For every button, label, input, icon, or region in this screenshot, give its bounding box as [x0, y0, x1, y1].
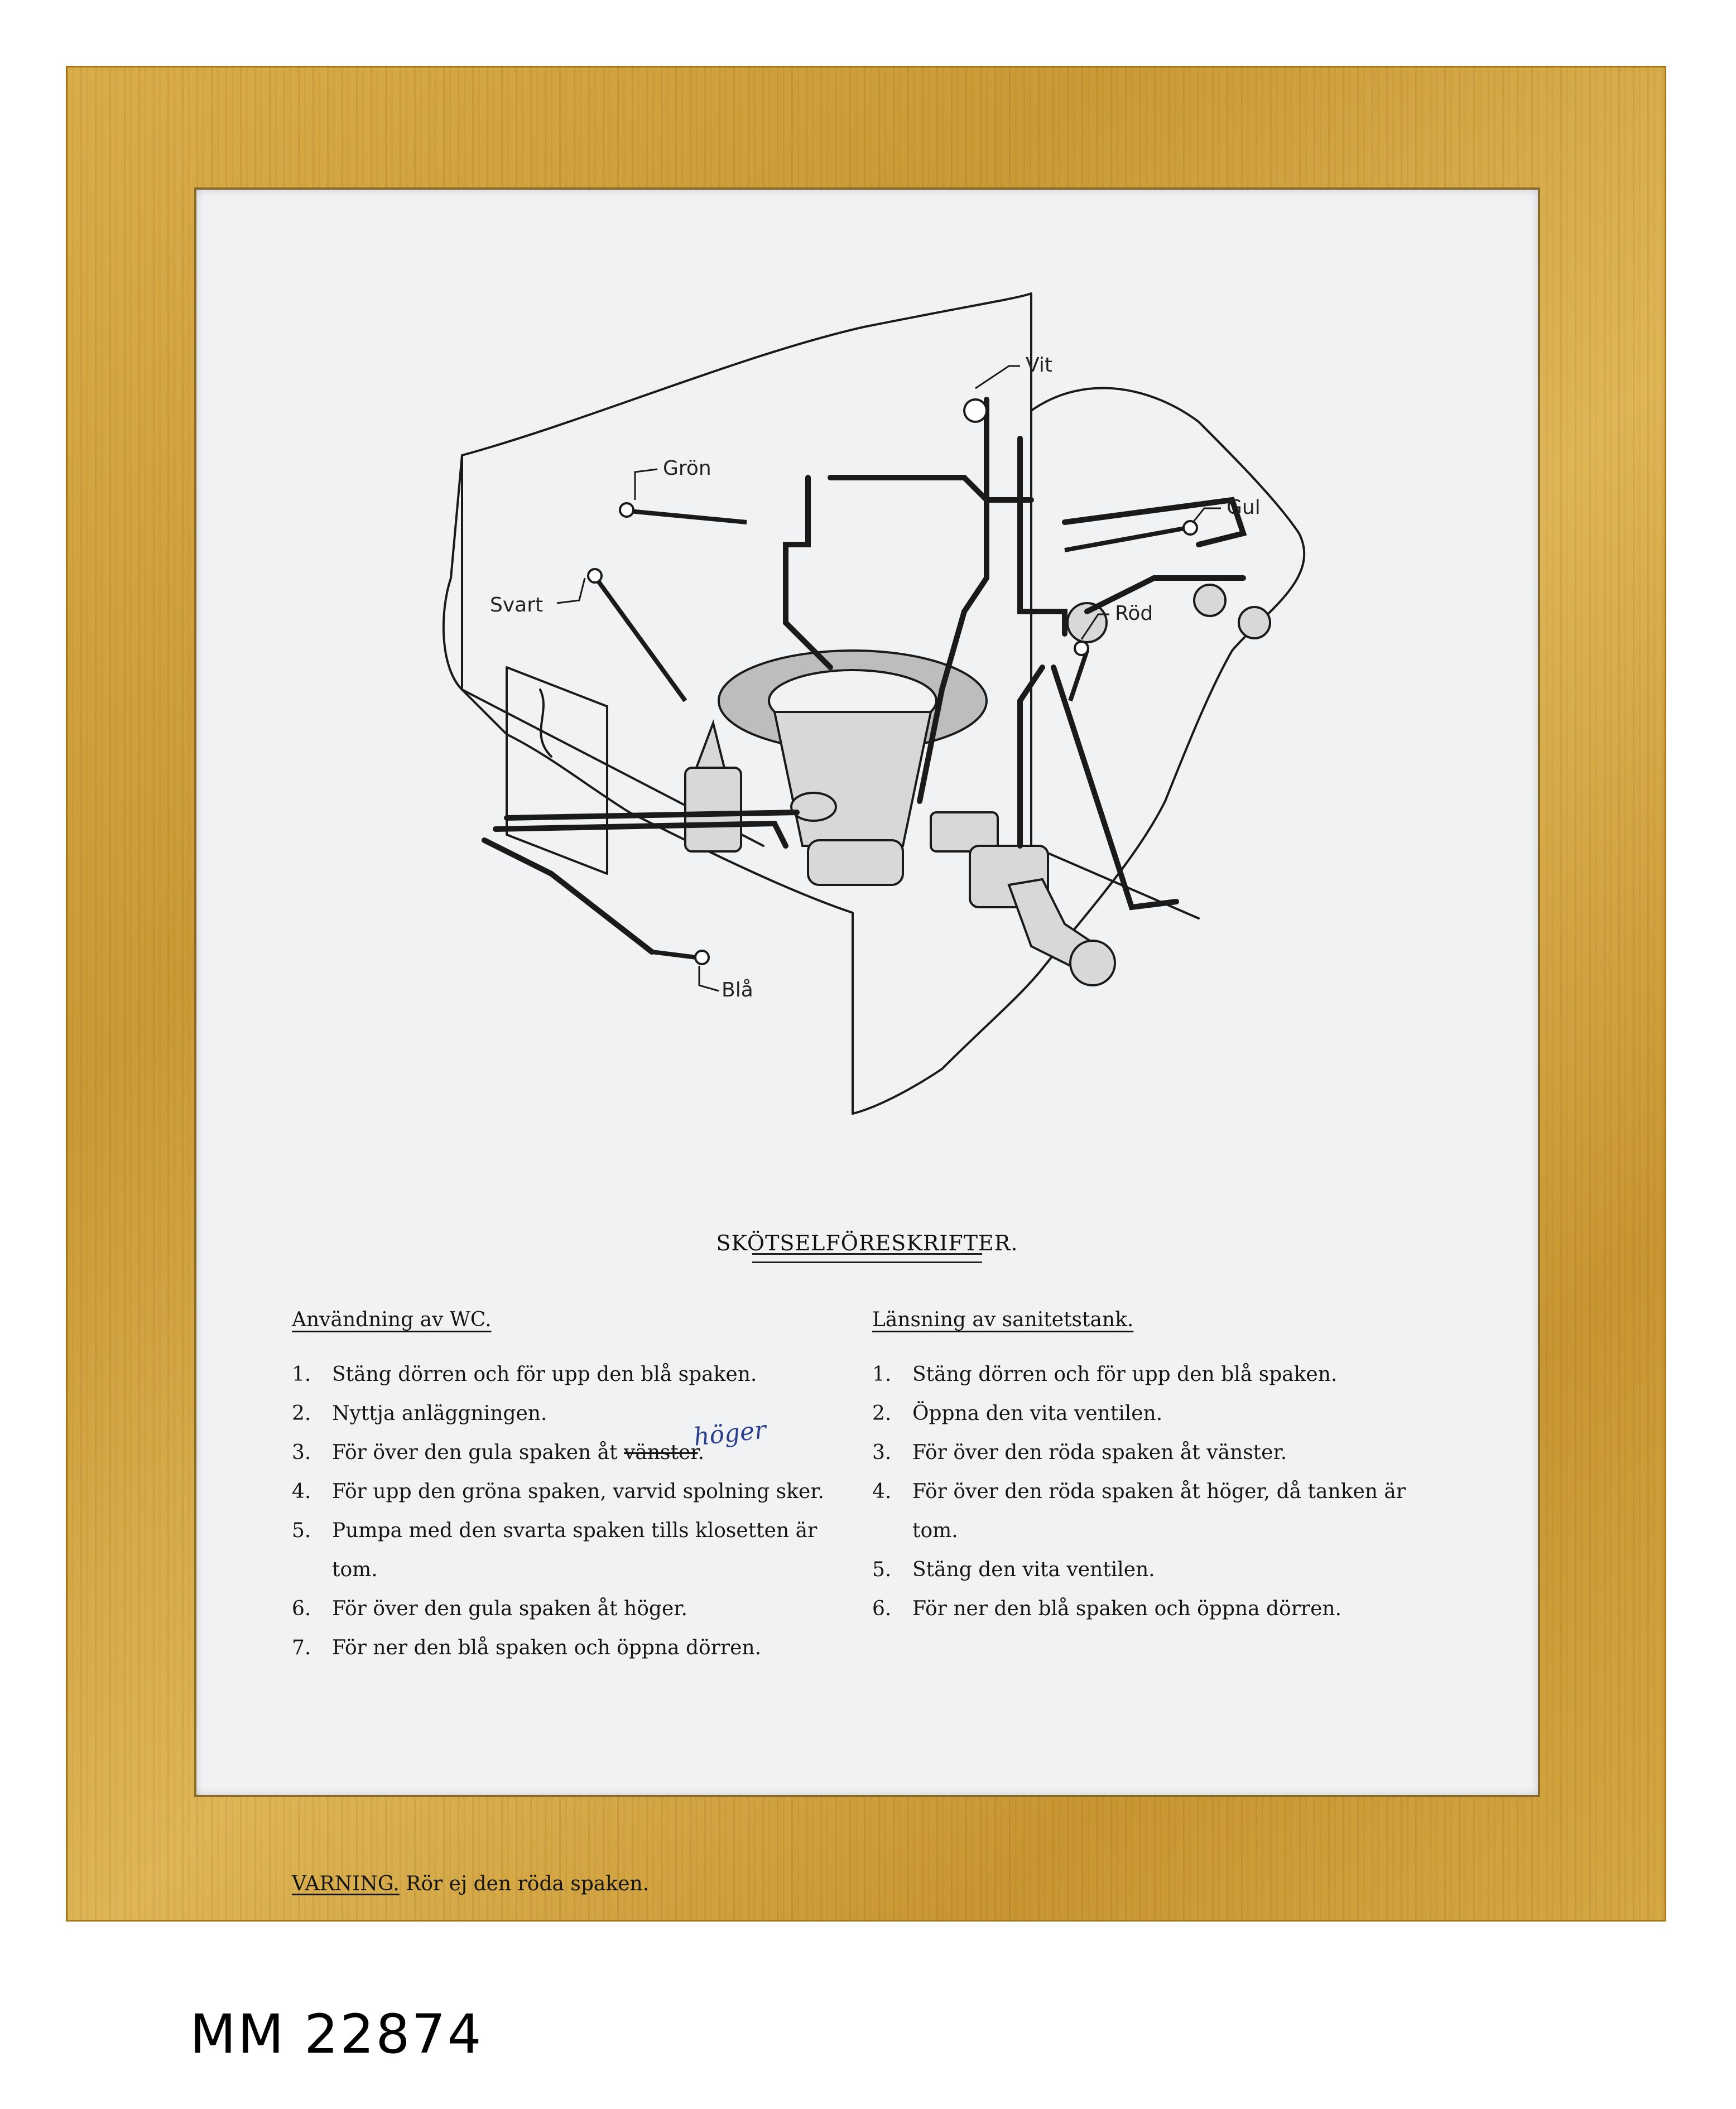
- list-item: 3. För över den gula spaken åt vänster. …: [292, 1415, 850, 1472]
- label-gron: Grön: [663, 457, 711, 480]
- label-gul: Gul: [1227, 496, 1261, 519]
- wc-usage-instructions: Användning av WC. 1. Stäng dörren och fö…: [292, 1301, 850, 1668]
- list-item: 5. Stäng den vita ventilen.: [872, 1558, 1155, 1581]
- list-item: 1. Stäng dörren och för upp den blå spak…: [872, 1363, 1338, 1386]
- list-item: 5. Pumpa med den svarta spaken tills klo…: [292, 1519, 817, 1581]
- list-item: 2. Nyttja anläggningen.: [292, 1402, 547, 1425]
- door-panel: [506, 666, 608, 875]
- list-item: 7. För ner den blå spaken och öppna dörr…: [292, 1636, 762, 1659]
- list-item: 6. För ner den blå spaken och öppna dörr…: [872, 1597, 1342, 1620]
- step-text: För över den gula spaken åt: [332, 1441, 618, 1464]
- list-item: 6. För över den gula spaken åt höger.: [292, 1597, 687, 1620]
- right-column-heading: Länsning av sanitetstank.: [872, 1308, 1134, 1331]
- svart-lever-knob: [587, 568, 603, 584]
- document-sheet: Grön Vit Gul Svart Röd Blå SKÖTSELFÖRESK…: [194, 187, 1540, 1895]
- catalog-number: MM 22874: [190, 2003, 483, 2065]
- list-item: 4. För över den röda spaken åt höger, då…: [872, 1480, 1406, 1542]
- warning-note: VARNING. Rör ej den röda spaken.: [292, 1872, 649, 1895]
- label-svart: Svart: [490, 594, 543, 617]
- label-rod: Röd: [1115, 602, 1153, 625]
- left-column-heading: Användning av WC.: [292, 1308, 492, 1331]
- bla-lever-knob: [694, 950, 710, 965]
- warning-text: Rör ej den röda spaken.: [406, 1872, 650, 1895]
- document-title: SKÖTSELFÖRESKRIFTER.: [716, 1231, 1018, 1255]
- list-item: 1. Stäng dörren och för upp den blå spak…: [292, 1363, 757, 1386]
- label-vit: Vit: [1026, 354, 1052, 377]
- tank-drainage-instructions: Länsning av sanitetstank. 1. Stäng dörre…: [872, 1301, 1430, 1629]
- wooden-frame: Grön Vit Gul Svart Röd Blå SKÖTSELFÖRESK…: [66, 66, 1666, 1922]
- toilet-system-diagram: Grön Vit Gul Svart Röd Blå: [442, 292, 1306, 1115]
- gul-lever-knob: [1182, 520, 1198, 536]
- list-item: 4. För upp den gröna spaken, varvid spol…: [292, 1480, 824, 1503]
- vit-valve-handle: [963, 398, 988, 423]
- warning-label: VARNING.: [292, 1872, 400, 1895]
- list-item: 3. För över den röda spaken åt vänster.: [872, 1441, 1287, 1464]
- gron-lever-knob: [619, 502, 634, 518]
- handwritten-correction: höger: [692, 1415, 768, 1452]
- list-item: 2. Öppna den vita ventilen.: [872, 1402, 1163, 1425]
- label-bla: Blå: [722, 979, 753, 1001]
- struck-word: vänster: [624, 1441, 698, 1464]
- title-double-rule: [752, 1253, 982, 1263]
- rod-lever-knob: [1074, 641, 1089, 656]
